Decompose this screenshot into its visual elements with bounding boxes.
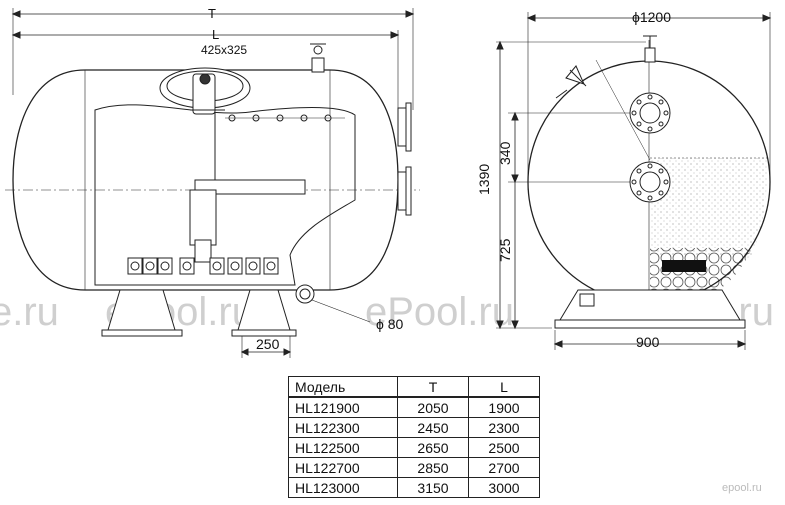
table-cell: 2300 [468,417,540,438]
column-header-model: Модель [288,376,398,398]
table-cell: 1900 [468,396,540,418]
dim-label-manhole: 425x325 [201,43,247,57]
table-cell: 3000 [468,477,540,498]
column-header-t: T [397,376,469,398]
dim-label-total-length: T [208,6,216,21]
side-view [5,8,420,358]
table-cell: HL122500 [288,437,398,458]
dim-label-lower-offset: 725 [497,238,513,262]
brand-logo: epool.ru [722,482,762,494]
dim-label-base-width: 900 [636,334,660,350]
table-cell: HL121900 [288,396,398,418]
dim-label-height: 1390 [476,164,492,195]
table-cell: 2050 [397,396,469,418]
table-row: HL122700 2850 2700 [288,457,540,478]
table-cell: 2700 [468,457,540,478]
table-cell: 2650 [397,437,469,458]
dim-label-body-length: L [212,27,219,42]
table-cell: 3150 [397,477,469,498]
dim-label-upper-offset: 340 [497,141,513,165]
table-cell: 2500 [468,437,540,458]
table-cell: 2450 [397,417,469,438]
dim-label-leg-width: 250 [256,336,280,352]
table-row: HL122500 2650 2500 [288,437,540,458]
table-cell: HL122300 [288,417,398,438]
table-row: HL122300 2450 2300 [288,417,540,438]
end-view [496,12,772,350]
watermark: ePool.ru [365,290,514,334]
table-cell: 2850 [397,457,469,478]
table-cell: HL123000 [288,477,398,498]
column-header-l: L [468,376,540,398]
table-row: HL123000 3150 3000 [288,477,540,498]
model-spec-table: Модель T L HL121900 2050 1900 HL122300 2… [288,376,540,498]
table-cell: HL122700 [288,457,398,478]
dim-label-diameter: ϕ1200 [632,9,671,25]
table-header-row: Модель T L [288,376,540,398]
table-row: HL121900 2050 1900 [288,396,540,418]
dim-label-outlet: ϕ 80 [376,316,404,332]
watermark: e.ru [0,290,59,334]
